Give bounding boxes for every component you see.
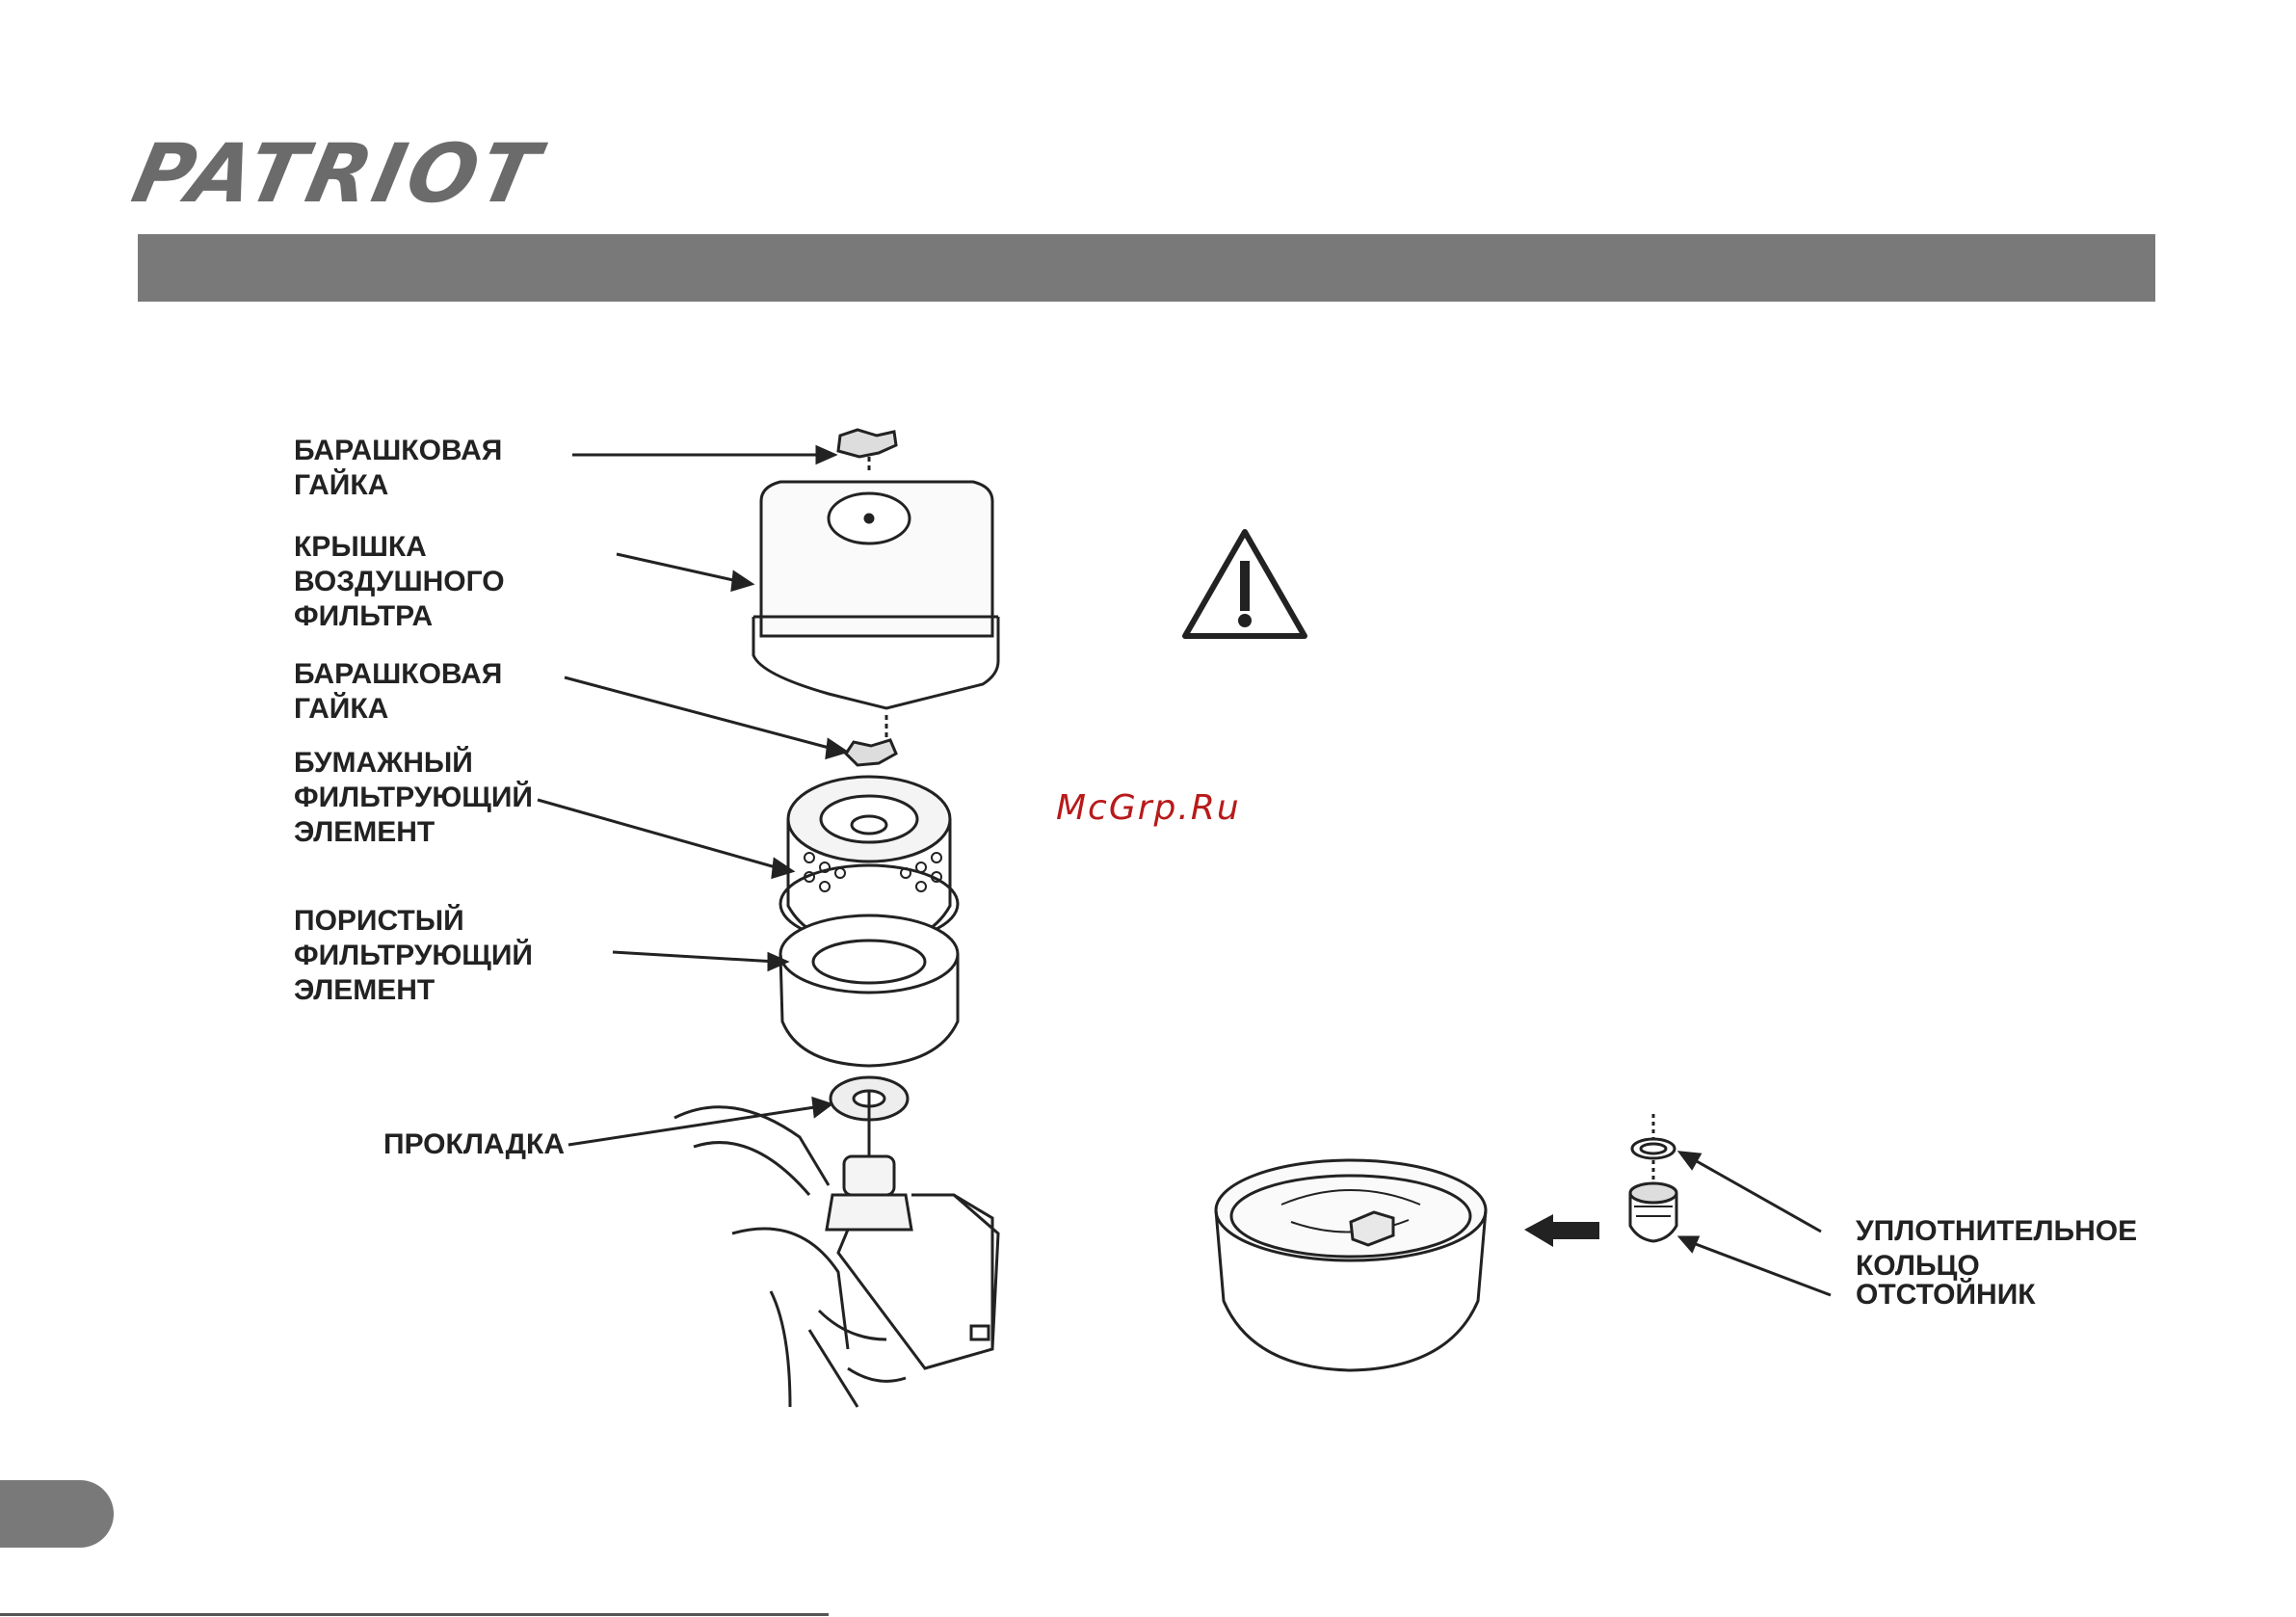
foam-element-drawing (780, 915, 958, 1066)
sediment-bowl-drawing (1216, 1160, 1486, 1370)
label-gasket: ПРОКЛАДКА (383, 1127, 565, 1162)
filter-cover-drawing (753, 482, 998, 708)
label-filter-cover: КРЫШКА ВОЗДУШНОГО ФИЛЬТРА (294, 530, 505, 634)
gasket-drawing (831, 1077, 908, 1156)
wing-nut-middle-drawing (846, 715, 896, 765)
label-wing-nut-middle: БАРАШКОВАЯ ГАЙКА (294, 657, 502, 727)
filter-base-drawing (674, 1107, 998, 1407)
label-seal-ring: УПЛОТНИТЕЛЬНОЕ КОЛЬЦО (1856, 1214, 2137, 1284)
sediment-cup-drawing (1630, 1114, 1676, 1241)
warning-triangle-icon (1185, 532, 1305, 636)
label-foam-element: ПОРИСТЫЙ ФИЛЬТРУЮЩИЙ ЭЛЕМЕНТ (294, 904, 533, 1008)
footer-line (0, 1613, 829, 1616)
label-paper-element: БУМАЖНЫЙ ФИЛЬТРУЮЩИЙ ЭЛЕМЕНТ (294, 746, 533, 850)
arrow-left-icon (1524, 1214, 1599, 1247)
watermark: McGrp.Ru (1056, 788, 1241, 828)
wing-nut-top-drawing (838, 430, 896, 474)
label-sediment-cup: ОТСТОЙНИК (1856, 1278, 2036, 1312)
label-wing-nut-top: БАРАШКОВАЯ ГАЙКА (294, 434, 502, 503)
